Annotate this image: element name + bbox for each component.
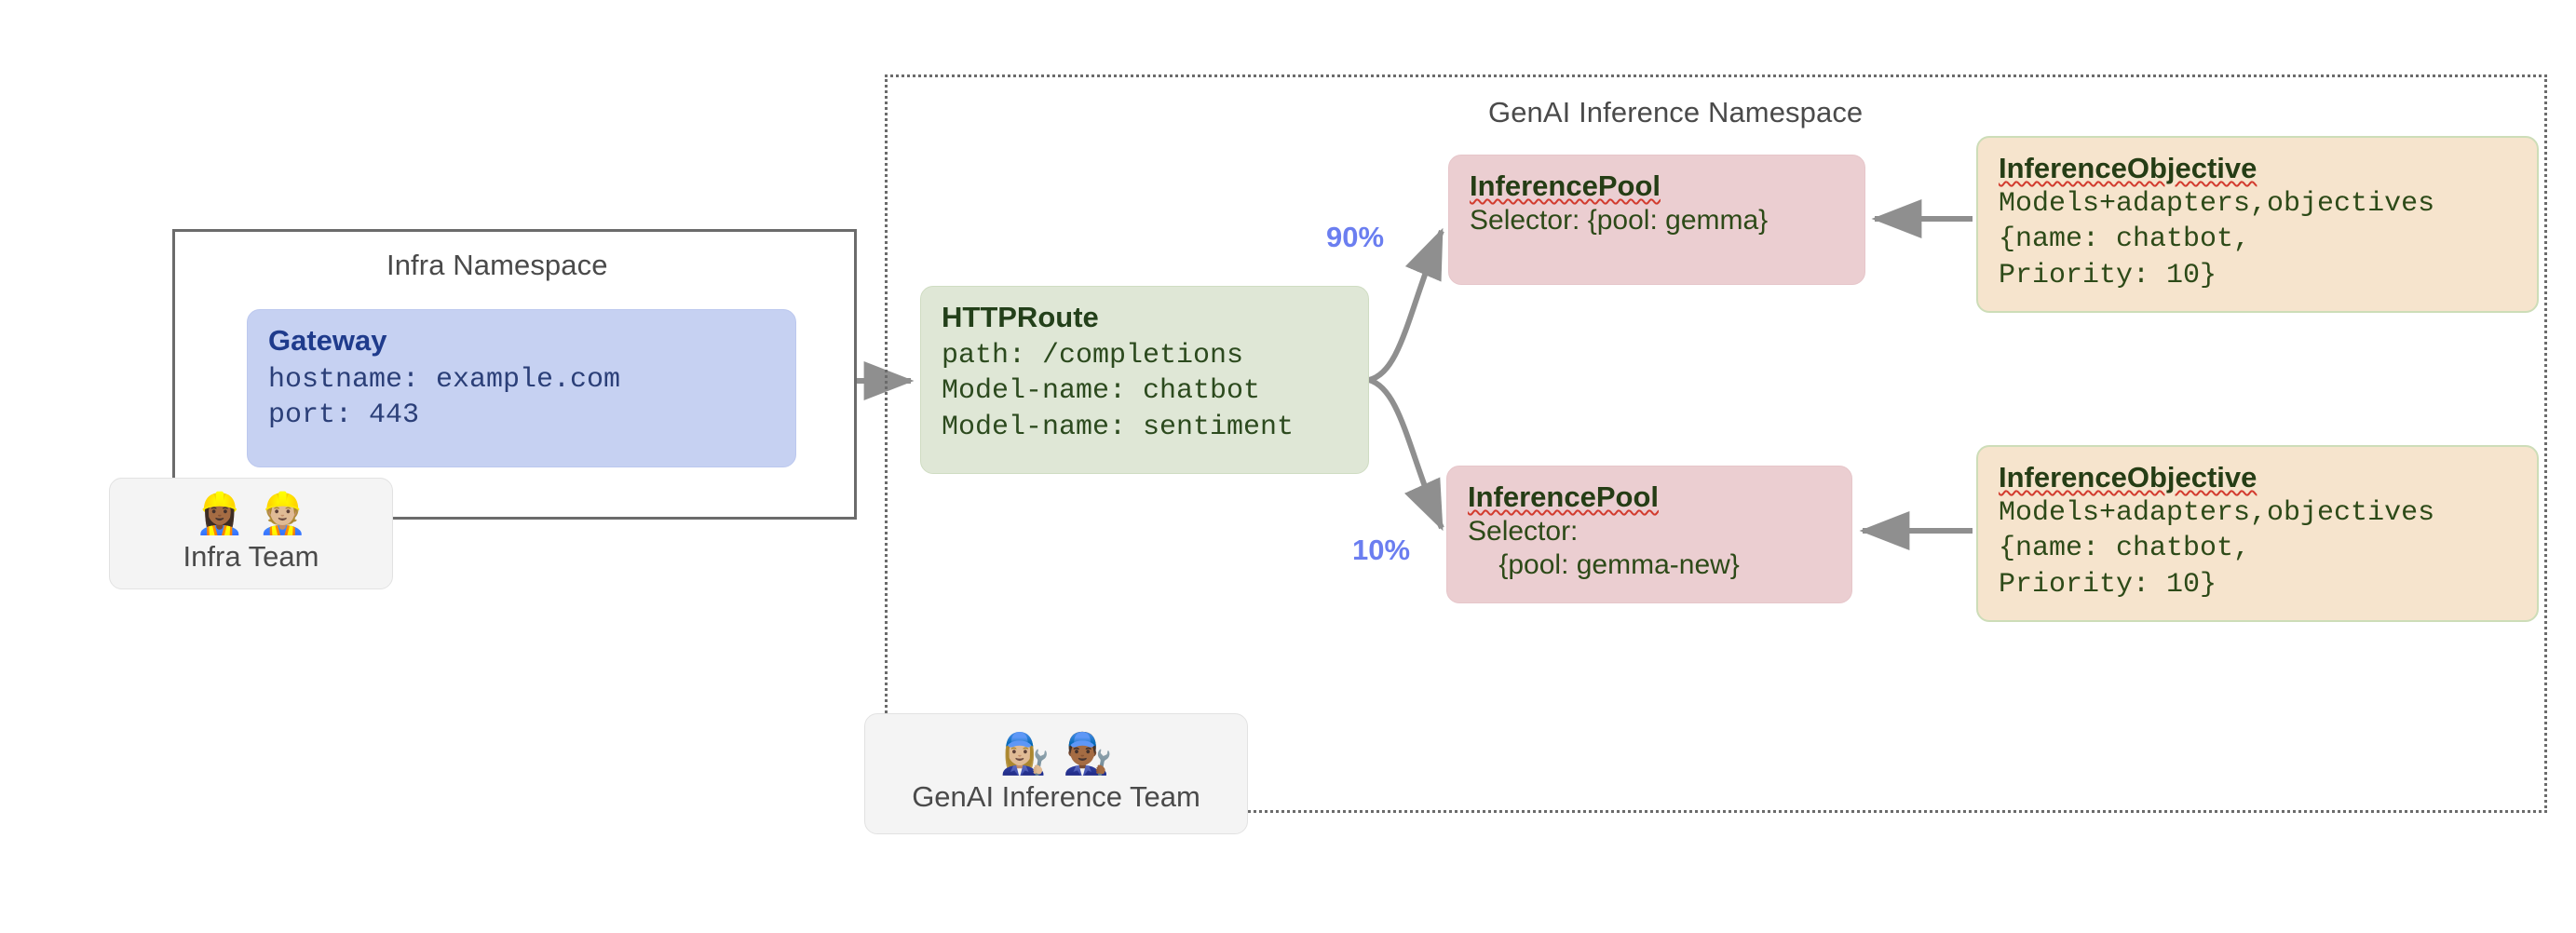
inferenceobjective-top-node[interactable]: InferenceObjective Models+adapters,objec… <box>1976 136 2539 313</box>
inferenceobjective-bottom-name: {name: chatbot, <box>1999 533 2251 565</box>
genai-inference-team-people-icon: 👩🏼‍🔧👨🏾‍🔧 <box>999 731 1126 777</box>
genai-inference-team-chip[interactable]: 👩🏼‍🔧👨🏾‍🔧 GenAI Inference Team <box>864 713 1248 834</box>
httproute-model-name-sentiment: Model-name: sentiment <box>942 411 1295 443</box>
inferenceobjective-bottom-priority: Priority: 10} <box>1999 568 2217 601</box>
infra-namespace-title: Infra Namespace <box>386 249 608 281</box>
infra-team-label: Infra Team <box>183 539 319 573</box>
inferenceobjective-top-title: InferenceObjective <box>1999 152 2257 184</box>
genai-inference-namespace-container <box>885 74 2547 813</box>
httproute-model-name-chatbot: Model-name: chatbot <box>942 375 1261 408</box>
infra-team-people-icon: 👷🏾‍♀️👷🏼 <box>194 491 321 536</box>
inferencepool-gemma-new-node[interactable]: InferencePool Selector: {pool: gemma-new… <box>1446 466 1852 603</box>
httproute-node[interactable]: HTTPRoute path: /completions Model-name:… <box>920 286 1369 474</box>
httproute-title: HTTPRoute <box>942 301 1099 333</box>
genai-inference-namespace-title: GenAI Inference Namespace <box>1488 96 1864 128</box>
gateway-hostname: hostname: example.com <box>268 363 621 396</box>
inferenceobjective-top-name: {name: chatbot, <box>1999 223 2251 256</box>
gateway-title: Gateway <box>268 324 387 357</box>
inferenceobjective-top-priority: Priority: 10} <box>1999 259 2217 291</box>
split-weight-90-label: 90% <box>1326 221 1385 253</box>
gateway-node[interactable]: Gateway hostname: example.com port: 443 <box>247 309 796 467</box>
infra-team-chip[interactable]: 👷🏾‍♀️👷🏼 Infra Team <box>109 478 393 589</box>
inferencepool-gemma-selector: Selector: {pool: gemma} <box>1470 204 1769 236</box>
genai-inference-team-label: GenAI Inference Team <box>912 779 1200 813</box>
inferenceobjective-bottom-title: InferenceObjective <box>1999 461 2257 494</box>
inferenceobjective-top-models: Models+adapters,objectives <box>1999 187 2435 220</box>
inferencepool-gemma-node[interactable]: InferencePool Selector: {pool: gemma} <box>1448 155 1865 285</box>
httproute-path: path: /completions <box>942 339 1244 372</box>
inferenceobjective-bottom-node[interactable]: InferenceObjective Models+adapters,objec… <box>1976 445 2539 622</box>
gateway-port: port: 443 <box>268 399 420 432</box>
split-weight-10-label: 10% <box>1352 534 1411 566</box>
inferencepool-gemma-title: InferencePool <box>1470 169 1661 202</box>
inferencepool-gemma-new-selector-value: {pool: gemma-new} <box>1468 549 1740 581</box>
inferenceobjective-bottom-models: Models+adapters,objectives <box>1999 496 2435 529</box>
inferencepool-gemma-new-selector-label: Selector: <box>1468 515 1579 547</box>
inferencepool-gemma-new-title: InferencePool <box>1468 480 1659 513</box>
